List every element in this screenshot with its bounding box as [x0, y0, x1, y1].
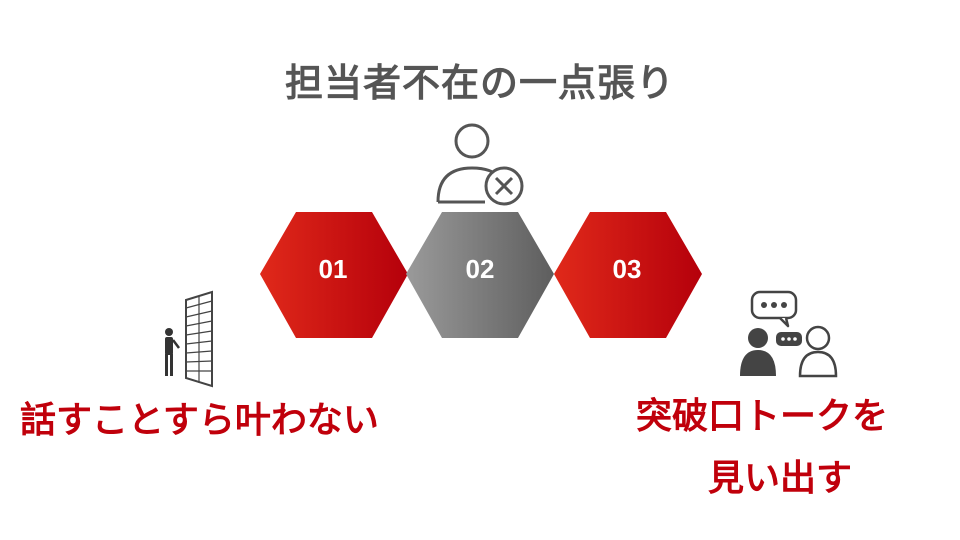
- hexagon-02: [406, 212, 554, 338]
- hexagon-03: [554, 212, 702, 338]
- hexagon-02-label: 02: [465, 254, 495, 284]
- left-caption: 話すことすら叶わない: [20, 400, 379, 441]
- two-people-talking-icon: [740, 290, 838, 378]
- hexagon-01: [260, 212, 408, 338]
- user-x-icon: [436, 123, 524, 206]
- right-caption-line2: 見い出す: [708, 458, 853, 499]
- page-title: 担当者不在の一点張り: [284, 61, 675, 105]
- hexagon-01-label: 01: [318, 254, 348, 284]
- right-caption-line1: 突破口トークを: [636, 396, 889, 437]
- hexagon-03-label: 03: [612, 254, 642, 284]
- person-facing-wall-icon: [165, 290, 213, 388]
